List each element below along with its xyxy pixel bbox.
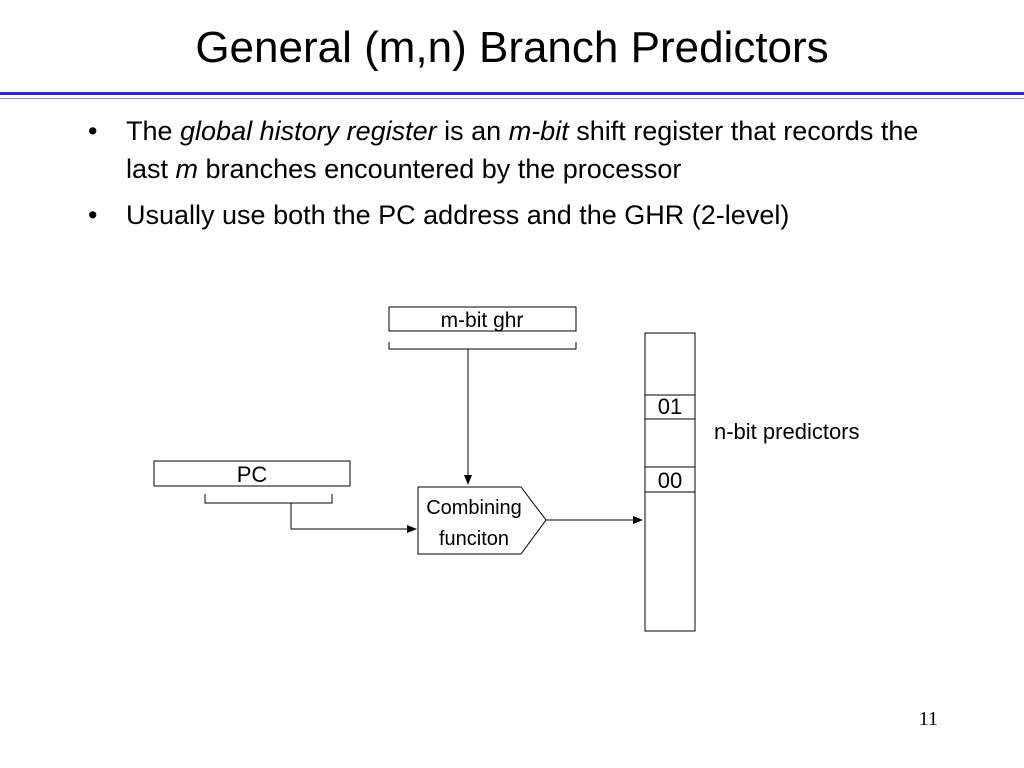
ghr-label: m-bit ghr [441, 309, 524, 332]
pc-bracket [204, 494, 333, 504]
text-run: branches encountered by the processor [198, 154, 682, 184]
ghr-bracket [388, 342, 577, 350]
bullet-text-ghr: The global history register is an m-bit … [126, 116, 918, 184]
text-run: shift register that records the last [126, 116, 919, 184]
combining-label-line1: Combining [426, 497, 522, 519]
pc-label: PC [237, 462, 268, 487]
bullet-item-ghr: • The global history register is an m-bi… [88, 112, 948, 188]
slide-title: General (m,n) Branch Predictors [195, 23, 829, 72]
title-underline-thick [0, 92, 1024, 95]
ghr-box [388, 306, 577, 332]
text-run-italic: m-bit [508, 116, 569, 146]
bullet-dot: • [88, 116, 98, 146]
combining-label-line2: funciton [439, 528, 509, 550]
text-run-italic: global history register [180, 116, 437, 146]
page-number: 11 [918, 708, 938, 730]
predictors-label: n-bit predictors [714, 419, 860, 444]
bullet-list: • The global history register is an m-bi… [88, 112, 948, 242]
table-entry-01: 01 [658, 394, 682, 419]
text-run: The [126, 116, 181, 146]
text-run-italic: m [175, 154, 199, 184]
title-underline-thin [0, 98, 1024, 99]
bullet-dot: • [88, 200, 98, 230]
pc-arrow [290, 503, 417, 533]
table-entry-00: 00 [658, 468, 682, 493]
pc-box [153, 460, 351, 487]
combining-function-box [417, 486, 547, 555]
predictor-table [644, 332, 696, 632]
text-run: is an [436, 116, 509, 146]
bullet-text-2level: Usually use both the PC address and the … [126, 200, 790, 230]
bullet-item-2level: • Usually use both the PC address and th… [88, 196, 948, 234]
